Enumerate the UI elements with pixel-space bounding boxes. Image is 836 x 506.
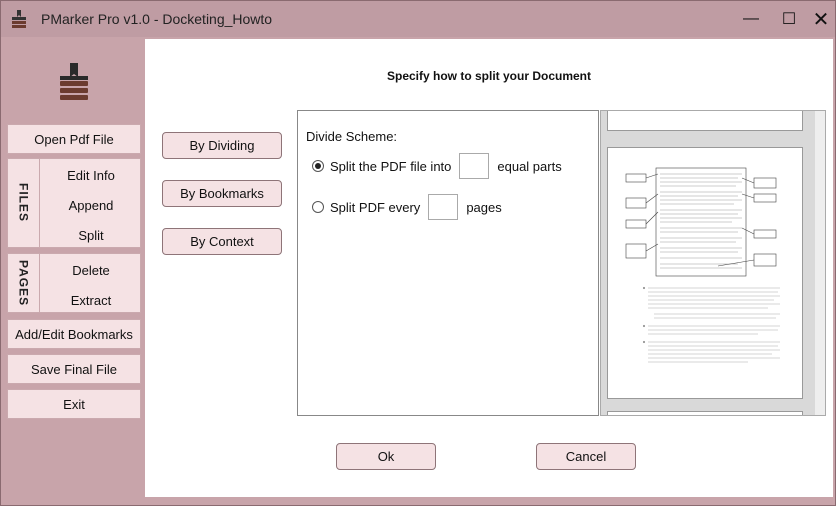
title-bar: PMarker Pro v1.0 - Docketing_Howto — ☐ ✕	[1, 1, 835, 37]
split-button[interactable]: Split	[78, 227, 104, 243]
pages-group-label: PAGES	[16, 259, 31, 307]
extract-button[interactable]: Extract	[70, 292, 112, 308]
files-group: FILES Edit Info Append Split	[7, 158, 141, 248]
every-pages-radio[interactable]	[312, 201, 324, 213]
equal-parts-prefix: Split the PDF file into	[330, 158, 452, 174]
page-title: Specify how to split your Document	[386, 69, 592, 83]
ok-button[interactable]: Ok	[336, 443, 436, 470]
window-title: PMarker Pro v1.0 - Docketing_Howto	[41, 11, 273, 27]
radio-selected-dot	[315, 163, 321, 169]
app-logo-icon	[12, 10, 26, 28]
divide-scheme-panel: Divide Scheme: Split the PDF file into e…	[297, 110, 599, 416]
delete-button[interactable]: Delete	[72, 262, 110, 278]
preview-page-prev	[607, 111, 803, 131]
exit-button[interactable]: Exit	[7, 389, 141, 419]
split-panel: Specify how to split your Document By Di…	[145, 39, 833, 497]
equal-parts-suffix: equal parts	[497, 158, 562, 174]
open-pdf-button[interactable]: Open Pdf File	[7, 124, 141, 154]
every-pages-input[interactable]	[428, 194, 459, 220]
files-group-label: FILES	[16, 183, 31, 223]
equal-parts-radio[interactable]	[312, 160, 324, 172]
sidebar: Open Pdf File FILES Edit Info Append Spl…	[1, 37, 145, 506]
divide-scheme-title: Divide Scheme:	[306, 129, 398, 144]
preview-page-current	[607, 147, 803, 399]
by-bookmarks-button[interactable]: By Bookmarks	[162, 180, 282, 207]
cancel-button[interactable]: Cancel	[536, 443, 636, 470]
equal-parts-input[interactable]	[459, 153, 490, 179]
every-pages-suffix: pages	[466, 199, 502, 215]
close-button[interactable]: ✕	[812, 8, 830, 31]
preview-page-thumbnail	[625, 167, 780, 363]
append-button[interactable]: Append	[68, 197, 114, 213]
preview-scrollbar[interactable]	[815, 111, 825, 415]
save-final-file-button[interactable]: Save Final File	[7, 354, 141, 384]
books-logo-icon	[60, 63, 88, 100]
maximize-button[interactable]: ☐	[781, 11, 797, 28]
pages-group: PAGES Delete Extract	[7, 253, 141, 313]
minimize-button[interactable]: —	[743, 10, 759, 27]
every-pages-prefix: Split PDF every	[330, 199, 421, 215]
preview-page-next	[607, 411, 803, 415]
option-every-n-pages: Split PDF every pages	[312, 194, 502, 220]
by-context-button[interactable]: By Context	[162, 228, 282, 255]
edit-info-button[interactable]: Edit Info	[67, 167, 115, 183]
add-edit-bookmarks-button[interactable]: Add/Edit Bookmarks	[7, 319, 141, 349]
by-dividing-button[interactable]: By Dividing	[162, 132, 282, 159]
pdf-preview[interactable]	[600, 110, 826, 416]
option-equal-parts: Split the PDF file into equal parts	[312, 153, 562, 179]
